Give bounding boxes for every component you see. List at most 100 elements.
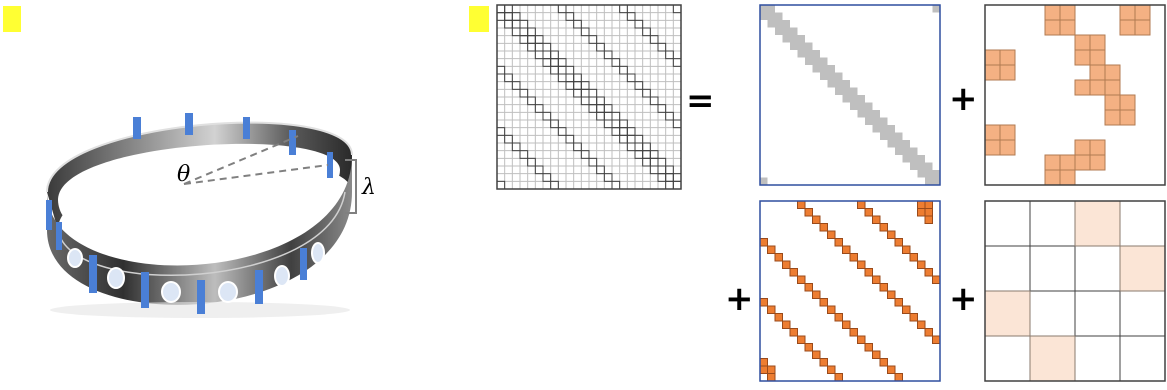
grid-cell: [649, 150, 659, 159]
ring-top-edge: [46, 121, 353, 193]
offdiag-cell: [759, 238, 768, 247]
grid-cell: [634, 134, 644, 144]
offdiag-cell: [924, 200, 933, 209]
diagonal-cell: [887, 140, 895, 148]
diagonal-cell: [790, 27, 798, 35]
grid-cell: [534, 165, 544, 175]
ring-dot-2: [107, 267, 125, 289]
block-cell: [984, 64, 1001, 81]
diagonal-cell: [842, 95, 850, 103]
grid-cell: [603, 50, 613, 60]
grid-cell: [596, 42, 605, 52]
grid-cell: [573, 88, 582, 98]
grid-cell: [496, 180, 506, 190]
grid-cell: [504, 19, 513, 29]
diagonal-cell: [917, 155, 925, 163]
diagonal-cell: [932, 177, 940, 185]
grid-cell: [573, 19, 582, 29]
grid-cell: [672, 119, 682, 129]
block-cell: [1104, 64, 1121, 81]
ring-marker-8: [89, 255, 97, 293]
diagonal-cell: [782, 35, 790, 43]
grid-cell: [611, 119, 621, 129]
grid-cell: [642, 27, 651, 37]
diagonal-cell: [835, 87, 843, 95]
block-cell: [1089, 154, 1106, 171]
grid-cell: [657, 173, 667, 182]
grid-cell: [588, 35, 598, 44]
grid-cell: [642, 157, 651, 167]
grid-cell: [557, 73, 567, 83]
grid-cell: [603, 104, 613, 113]
block-cell: [1119, 19, 1136, 36]
full-matrix-grid: [496, 4, 682, 190]
offdiag-cell: [804, 283, 813, 292]
ring-dot-5: [274, 265, 290, 287]
grid-cell: [542, 111, 552, 121]
offdiag-cell: [894, 298, 903, 307]
offdiag-cell: [902, 245, 911, 254]
diagonal-cell: [865, 110, 873, 118]
grid-cell: [511, 81, 521, 90]
diagonal-cell: [760, 12, 768, 20]
diagonal-cell: [902, 140, 910, 148]
lambda-bracket: [345, 159, 357, 214]
offdiag-cell: [857, 200, 866, 209]
offdiag-cell: [902, 305, 911, 314]
grid-cell: [557, 127, 567, 136]
offdiag-cell: [909, 313, 918, 322]
offdiag-cell: [827, 230, 836, 239]
grid-cell: [519, 19, 529, 29]
diagonal-cell: [925, 170, 933, 178]
block-cell: [984, 139, 1001, 156]
ring-marker-1: [133, 117, 141, 139]
offdiag-cell: [797, 275, 806, 284]
grid-cell: [542, 58, 552, 67]
offdiag-cell: [924, 208, 933, 217]
diagonal-cell: [782, 27, 790, 35]
ring-hole: [58, 143, 340, 242]
ring-dot-3: [161, 281, 181, 303]
offdiag-cell: [767, 305, 776, 314]
diagonal-cell: [767, 12, 775, 20]
offdiag-cell: [872, 350, 881, 359]
ring-dot-6: [311, 242, 325, 264]
diagonal-cell: [790, 35, 798, 43]
block-cell: [1044, 19, 1061, 36]
block-cell: [999, 64, 1016, 81]
offdiag-cell: [774, 313, 783, 322]
block-cell: [1104, 94, 1121, 111]
ring-marker-10: [197, 280, 205, 314]
grid-cell: [550, 58, 559, 67]
grid-cell: [573, 73, 582, 83]
diagonal-cell: [850, 102, 858, 110]
large-block-border: [984, 200, 1166, 382]
grid-cell: [519, 27, 529, 37]
diagonal-cell: [865, 102, 873, 110]
grid-cell: [619, 134, 628, 144]
grid-cell: [580, 27, 590, 37]
grid-cell: [557, 4, 567, 14]
offdiag-cell: [797, 335, 806, 344]
grid-cell: [504, 73, 513, 83]
grid-cell: [496, 127, 506, 136]
plus-sign-3: +: [949, 279, 978, 319]
offdiag-cell: [774, 253, 783, 262]
grid-cell: [626, 134, 636, 144]
block-cell: [1044, 4, 1061, 21]
offdiag-cell: [782, 260, 791, 269]
ring-marker-2: [185, 113, 193, 135]
diagonal-cell: [790, 42, 798, 50]
grid-cell: [596, 96, 605, 106]
block-cell: [1089, 64, 1106, 81]
offdiag-cell: [917, 200, 926, 209]
grid-cell: [527, 27, 536, 37]
offdiag-border: [759, 200, 941, 382]
diagonal-cell: [805, 57, 813, 65]
offdiag-cell: [789, 268, 798, 277]
grid-cell: [527, 157, 536, 167]
grid-cell: [665, 165, 674, 175]
grid-cell: [626, 127, 636, 136]
grid-cell: [550, 119, 559, 129]
block-cell: [984, 49, 1001, 66]
